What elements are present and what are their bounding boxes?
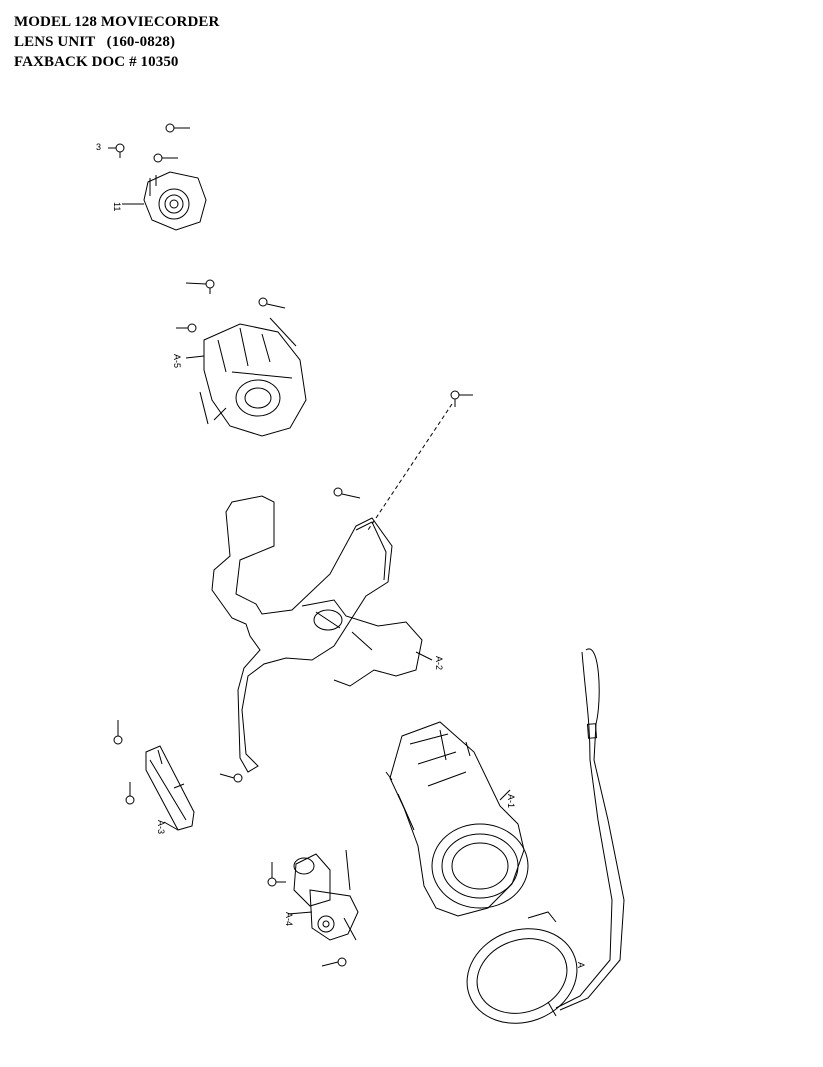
screw-icon	[450, 390, 473, 407]
flex-circuit-part	[211, 495, 433, 773]
leader-line	[367, 403, 453, 531]
sensor-bar-part	[145, 745, 195, 831]
screw-icon	[267, 862, 286, 887]
screw-icon	[258, 297, 286, 309]
callout-motor-bracket: A-2	[434, 656, 444, 670]
zoom-block-part	[185, 317, 307, 437]
lens-barrel-part	[385, 721, 529, 917]
screw-icon	[113, 720, 123, 745]
screw-icon	[219, 773, 243, 783]
screw-icon	[185, 279, 215, 294]
strap-part	[555, 648, 625, 1011]
callout-zoom-motor: A-4	[284, 912, 294, 926]
callout-focus-motor: 11	[112, 202, 122, 211]
zoom-motor-part	[287, 849, 359, 941]
screw-icon	[333, 487, 361, 499]
faxback-doc: FAXBACK DOC # 10350	[14, 54, 179, 70]
callout-screw: 3	[96, 142, 101, 152]
callout-lens-cap: A	[576, 962, 586, 968]
screw-icon	[125, 782, 135, 805]
screw-icon	[108, 143, 125, 158]
screw-icon	[176, 323, 197, 333]
screw-icon	[153, 153, 178, 163]
model-title: MODEL 128 MOVIECORDER	[14, 14, 220, 30]
callout-sensor-bar: A-3	[156, 820, 166, 834]
callout-zoom-block: A-5	[172, 354, 182, 368]
lens-cap-part	[466, 911, 578, 1024]
document-header: MODEL 128 MOVIECORDER LENS UNIT (160-082…	[14, 12, 219, 72]
screw-icon	[165, 123, 190, 133]
screw-icon	[321, 957, 347, 967]
focus-motor-part	[122, 171, 207, 231]
unit-title: LENS UNIT (160-0828)	[14, 34, 176, 50]
callout-lens-barrel: A-1	[506, 794, 516, 808]
